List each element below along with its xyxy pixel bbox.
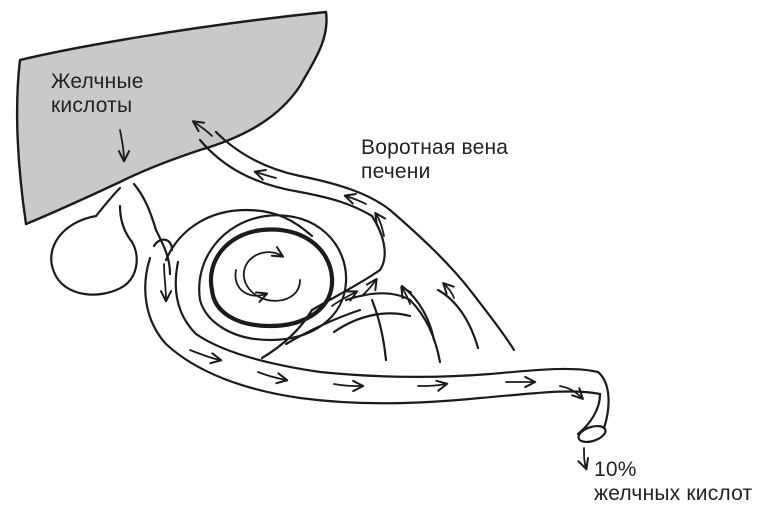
flow-arrows <box>120 122 586 468</box>
excreted-label-line2: желчных кислот <box>594 482 752 506</box>
inner-coil <box>199 215 346 340</box>
liver-shape <box>17 12 326 224</box>
bile-acids-label-line2: кислоты <box>51 94 144 118</box>
excreted-bile-acids-label: 10% желчных кислот <box>594 458 752 506</box>
excreted-label-line1: 10% <box>594 458 752 482</box>
bile-acids-label-line1: Желчные <box>51 70 144 94</box>
portal-vein-label: Воротная вена печени <box>361 136 508 184</box>
bile-acids-label: Желчные кислоты <box>51 70 144 118</box>
portal-vein-label-line1: Воротная вена <box>361 136 508 160</box>
portal-vein-label-line2: печени <box>361 160 508 184</box>
